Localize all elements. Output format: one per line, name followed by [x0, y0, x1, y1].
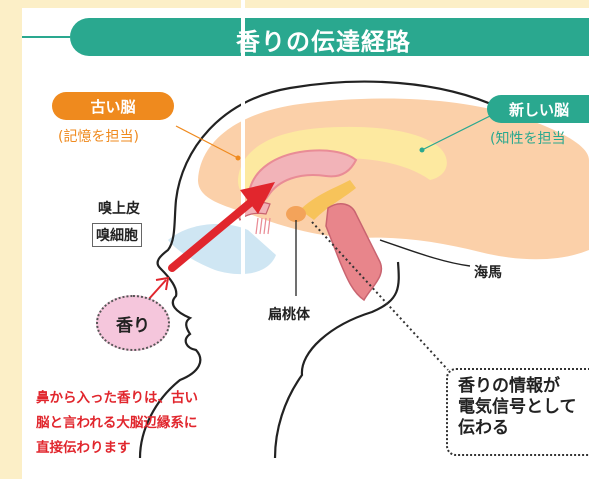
- note-line: 直接伝わります: [36, 440, 131, 456]
- aroma-bubble: 香り: [96, 295, 170, 351]
- head-outline: [138, 80, 589, 459]
- limbic-ring: [248, 149, 358, 203]
- signal-leader: [311, 221, 449, 371]
- hippocampus: [300, 180, 356, 220]
- top-background-strip: [22, 0, 589, 8]
- title-bar: [70, 18, 589, 56]
- info-line: 香りの情報が: [458, 376, 560, 396]
- hippocampus-leader: [379, 239, 471, 267]
- signal-info-box: 香りの情報が 電気信号として 伝わる: [446, 368, 589, 456]
- limbic-system: [238, 126, 447, 196]
- new-brain-dot: [419, 147, 425, 153]
- split-line: [241, 0, 245, 479]
- note-line: 鼻から入った香りは、古い: [36, 390, 198, 406]
- olfactory-receptors: [255, 217, 271, 235]
- new-brain-leader: [421, 115, 491, 151]
- new-brain-role: (知性を担当: [490, 131, 566, 147]
- hippocampus-label: 海馬: [474, 265, 502, 281]
- info-line: 電気信号として: [458, 397, 577, 417]
- new-brain-pill: 新しい脳: [487, 95, 589, 123]
- brainstem: [325, 202, 383, 302]
- small-red-arrow-icon: [155, 276, 170, 291]
- left-background-strip: [0, 0, 22, 479]
- diagram-title: 香りの伝達経路: [236, 28, 411, 56]
- olfactory-epithelium-label: 嗅上皮: [98, 201, 140, 217]
- explanation-note: 鼻から入った香りは、古い 脳と言われる大脳辺縁系に 直接伝わります: [36, 386, 256, 461]
- amygdala-label: 扁桃体: [268, 307, 310, 323]
- old-brain-leader: [175, 125, 239, 159]
- note-line: 脳と言われる大脳辺縁系に: [36, 415, 198, 431]
- olfactory-cell-label: 嗅細胞: [92, 223, 142, 247]
- aroma-arrow-shaft: [147, 279, 167, 301]
- nasal-cavity: [168, 224, 276, 275]
- old-brain-pill: 古い脳: [52, 92, 174, 120]
- old-brain-dot: [235, 155, 241, 161]
- info-line: 伝わる: [458, 418, 509, 438]
- path-arrow-shaft: [168, 199, 254, 272]
- old-brain-role: (記憶を担当): [58, 129, 139, 145]
- amygdala: [286, 206, 306, 222]
- red-arrow-icon: [240, 182, 275, 214]
